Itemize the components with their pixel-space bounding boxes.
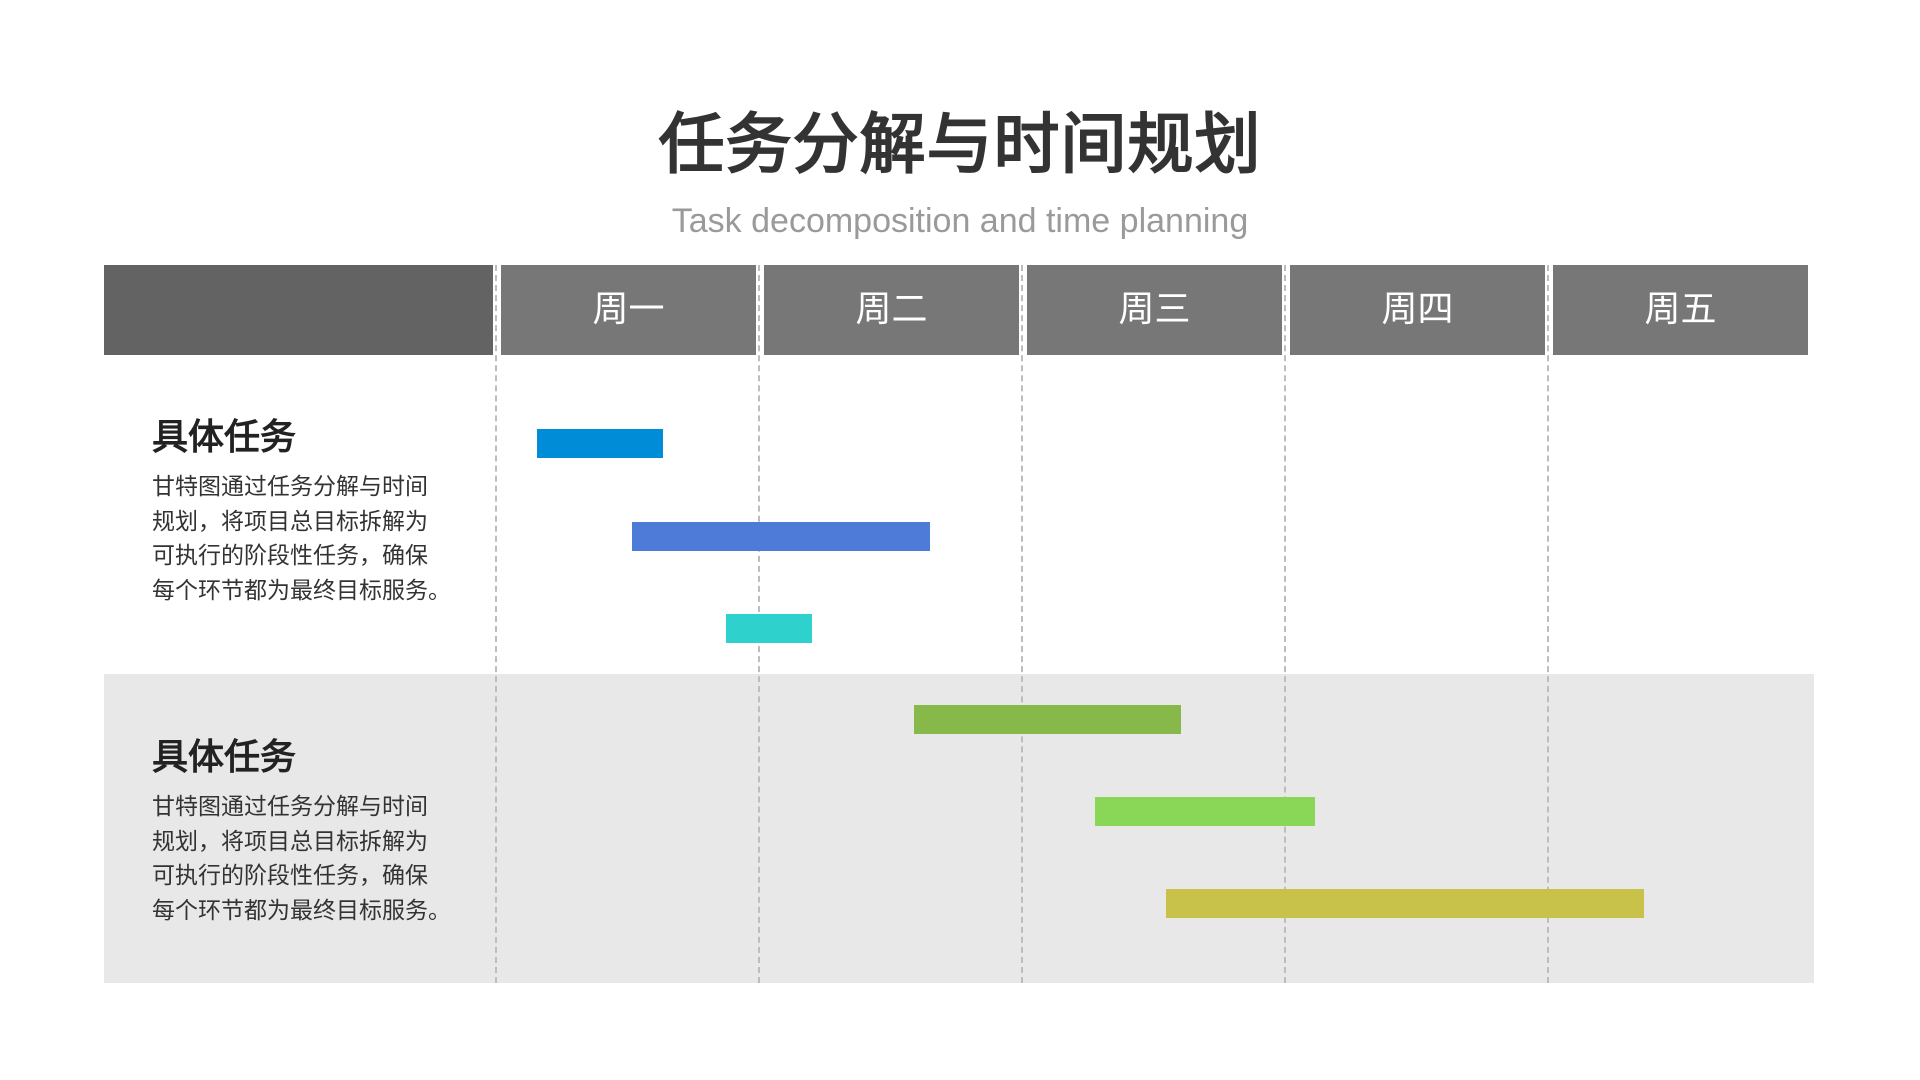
- task-block-1: 具体任务 甘特图通过任务分解与时间 规划，将项目总目标拆解为 可执行的阶段性任务…: [152, 416, 482, 608]
- header-day-3: 周三: [1027, 265, 1282, 355]
- header-day-1: 周一: [501, 265, 756, 355]
- gantt-bar-3: [726, 614, 812, 643]
- day-divider: [1284, 265, 1286, 983]
- gantt-bar-2: [632, 522, 930, 551]
- task-description: 甘特图通过任务分解与时间 规划，将项目总目标拆解为 可执行的阶段性任务，确保 每…: [152, 474, 451, 604]
- task-block-2: 具体任务 甘特图通过任务分解与时间 规划，将项目总目标拆解为 可执行的阶段性任务…: [152, 736, 482, 928]
- header-day-5: 周五: [1553, 265, 1808, 355]
- page-subtitle: Task decomposition and time planning: [671, 202, 1249, 240]
- gantt-bar-1: [537, 429, 663, 458]
- gantt-bar-6: [1166, 889, 1644, 918]
- task-heading: 具体任务: [152, 417, 297, 458]
- task-heading: 具体任务: [152, 737, 297, 778]
- gantt-bar-5: [1095, 797, 1315, 826]
- header-day-2: 周二: [764, 265, 1019, 355]
- day-divider: [1547, 265, 1549, 983]
- task-description: 甘特图通过任务分解与时间 规划，将项目总目标拆解为 可执行的阶段性任务，确保 每…: [152, 794, 451, 924]
- header-day-4: 周四: [1290, 265, 1545, 355]
- day-divider: [1021, 265, 1023, 983]
- page-title: 任务分解与时间规划: [658, 106, 1262, 183]
- header-left-cell: [104, 265, 493, 355]
- day-divider: [495, 265, 497, 983]
- gantt-bar-4: [914, 705, 1181, 734]
